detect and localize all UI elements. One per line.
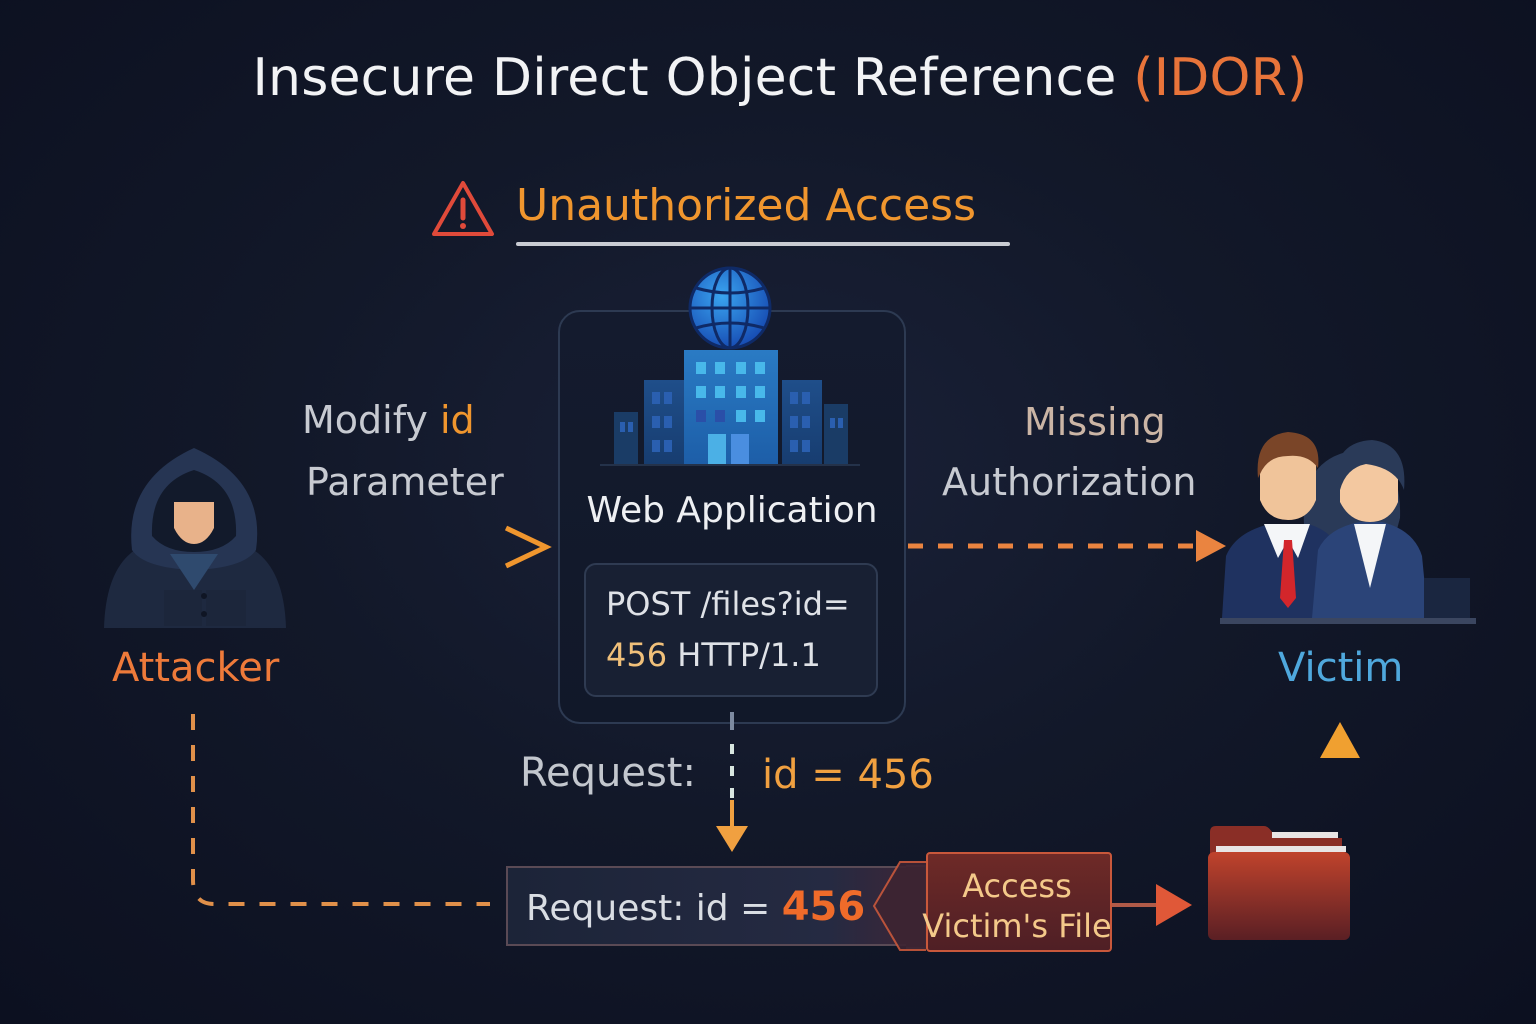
http-request-code-box bbox=[584, 563, 878, 697]
title-main: Insecure Direct Object Reference bbox=[252, 48, 1134, 108]
hooded-hacker-icon bbox=[104, 448, 286, 628]
request-step-value: id = 456 bbox=[762, 752, 934, 798]
modify-text: Modify bbox=[302, 398, 440, 442]
business-people-icon bbox=[1220, 432, 1476, 624]
missing-authorization-line2: Authorization bbox=[942, 460, 1197, 504]
code-line-1: POST /files?id= bbox=[606, 585, 850, 623]
request-box bbox=[506, 866, 908, 946]
subtitle-text: Unauthorized Access bbox=[516, 180, 977, 231]
web-application-label: Web Application bbox=[586, 490, 878, 531]
access-victims-file-text: Access Victim's File bbox=[914, 866, 1120, 946]
arrow-file-to-victim bbox=[1320, 722, 1360, 830]
arrow-webapp-to-request bbox=[716, 712, 748, 852]
globe-building-icon bbox=[600, 266, 860, 466]
arrow-attacker-to-webapp bbox=[284, 525, 552, 569]
subtitle-underline bbox=[516, 242, 1010, 246]
code-id-value: 456 bbox=[606, 636, 668, 674]
access-victims-file-box bbox=[926, 852, 1112, 952]
folder-icon bbox=[1208, 826, 1350, 940]
code-line-2: 456 HTTP/1.1 bbox=[606, 636, 821, 674]
attacker-label: Attacker bbox=[112, 645, 280, 691]
request-box-text: Request: id = 456 bbox=[526, 884, 865, 930]
request-step-label: Request: bbox=[520, 750, 696, 796]
victim-label: Victim bbox=[1278, 645, 1404, 691]
attacker-return-path bbox=[191, 714, 490, 906]
request-box-prefix: Request: id = bbox=[526, 888, 782, 929]
access-line-1: Access bbox=[962, 867, 1072, 905]
code-protocol: HTTP/1.1 bbox=[667, 636, 821, 674]
request-box-id-value: 456 bbox=[781, 884, 866, 930]
modify-id-label-line1: Modify id bbox=[302, 398, 475, 442]
page-title: Insecure Direct Object Reference (IDOR) bbox=[0, 48, 1536, 108]
arrow-access-to-file bbox=[1108, 884, 1192, 926]
missing-authorization-line1: Missing bbox=[1024, 400, 1166, 444]
subtitle-group: Unauthorized Access bbox=[430, 178, 1030, 258]
warning-triangle-icon bbox=[432, 181, 494, 236]
arrow-webapp-to-victim bbox=[908, 530, 1226, 562]
access-line-2: Victim's File bbox=[922, 907, 1112, 945]
modify-id-label-line2: Parameter bbox=[306, 460, 504, 504]
title-accent: (IDOR) bbox=[1133, 48, 1308, 108]
id-highlight: id bbox=[440, 398, 475, 442]
